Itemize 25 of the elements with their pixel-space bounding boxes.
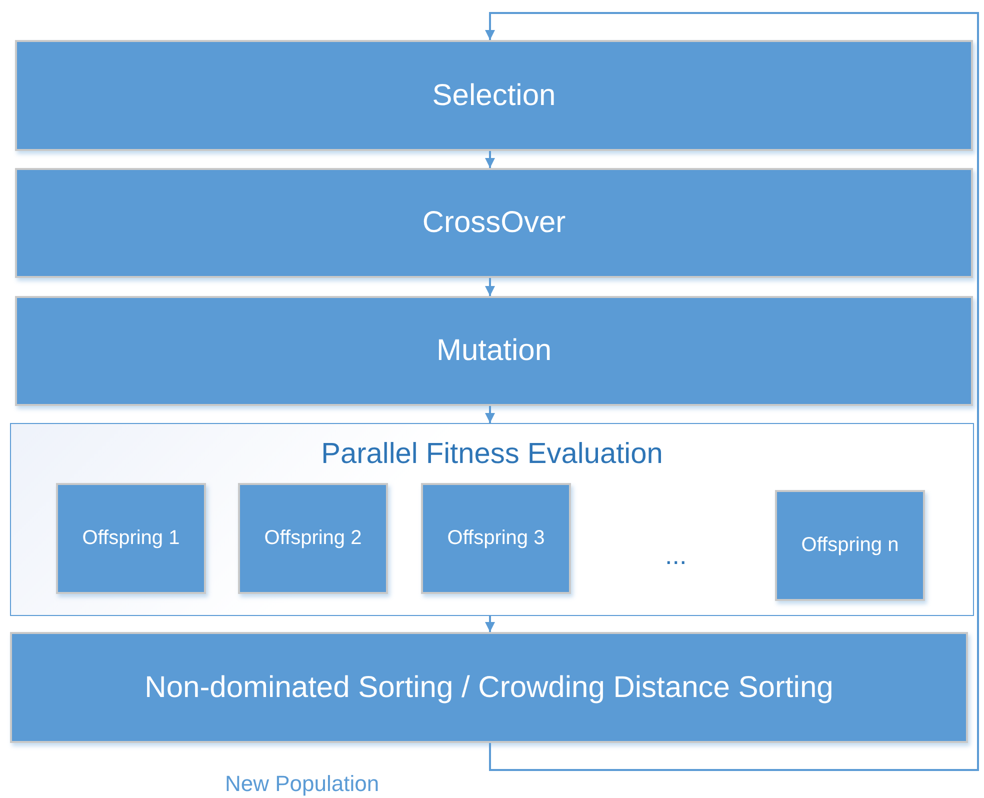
ellipsis-label: ... [665,540,687,571]
arrow [485,406,495,423]
arrow [485,151,495,168]
box-label: Mutation [436,334,552,368]
process-box [10,632,968,743]
box-label: CrossOver [422,206,566,240]
note-label: New Population [225,771,380,797]
process-box [15,296,973,406]
panel-heading: Parallel Fitness Evaluation [321,438,663,471]
process-box [238,483,388,594]
box-label: Offspring 1 [82,527,180,550]
group-panel [10,423,974,616]
arrow [485,12,979,771]
box-label: Offspring 2 [264,527,362,550]
process-box [421,483,571,594]
box-label: Offspring 3 [447,527,545,550]
process-box [15,40,973,151]
box-label: Selection [432,78,556,112]
arrow [485,616,495,632]
process-box [15,168,973,278]
box-label: Offspring n [801,534,899,557]
box-label: Non-dominated Sorting / Crowding Distance Sorting [144,670,834,704]
process-box [775,490,925,601]
arrow [485,278,495,296]
process-box [56,483,206,594]
